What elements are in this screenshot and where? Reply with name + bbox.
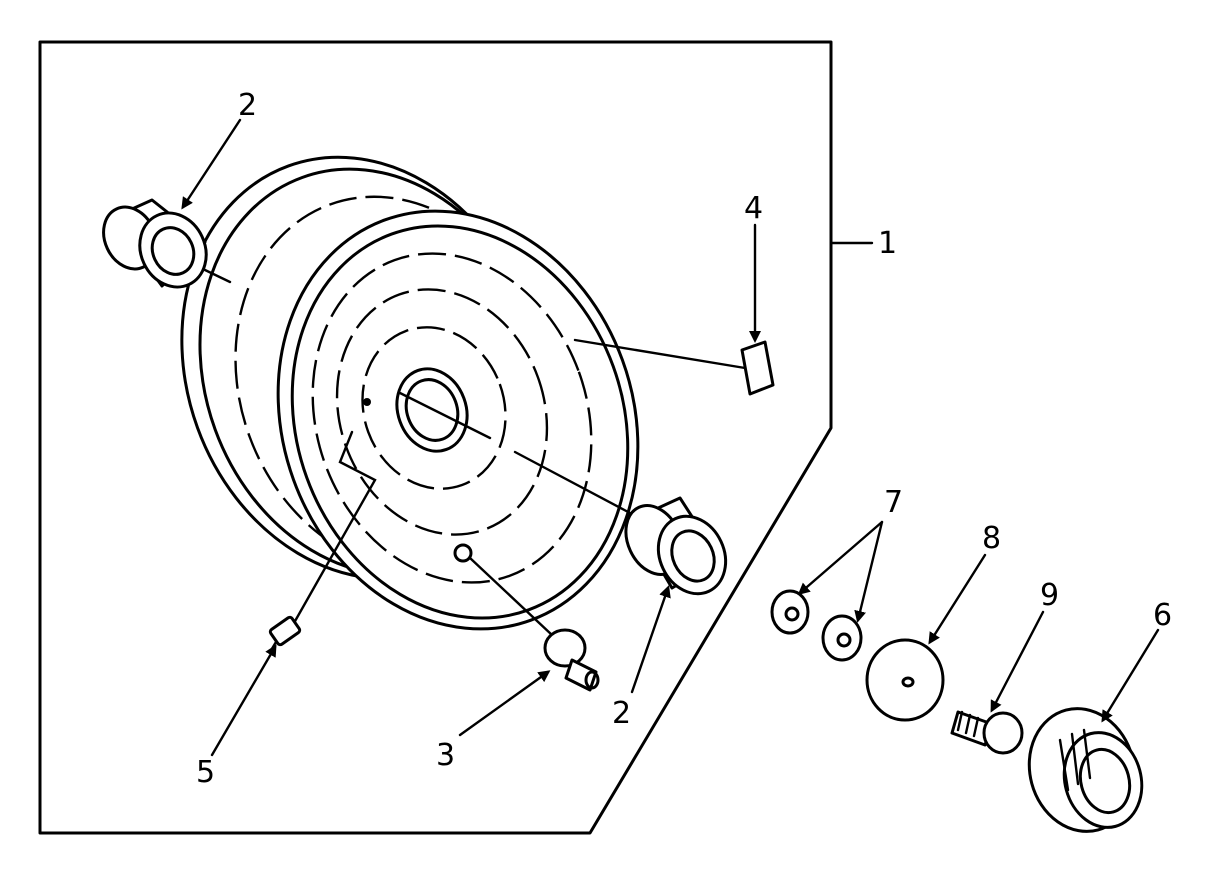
- bearing-top-left: [102, 198, 208, 289]
- valve-path: [468, 556, 554, 637]
- assembly-boundary: [38, 40, 833, 835]
- washer-a: [770, 589, 810, 635]
- callout-9: 9: [1040, 578, 1059, 613]
- leader-6: [1101, 628, 1160, 723]
- callout-4: 4: [744, 191, 763, 226]
- axis-line-right: [513, 450, 632, 515]
- valve-hole: [453, 543, 473, 563]
- callout-2-top: 2: [238, 88, 257, 123]
- insert-block: [740, 340, 775, 396]
- leader-7a: [797, 520, 884, 595]
- large-washer: [865, 638, 945, 722]
- leader-9: [990, 610, 1045, 713]
- leader-2-bottom: [630, 585, 671, 694]
- leader-2-top: [181, 118, 242, 210]
- valve-stem: [543, 628, 600, 692]
- callout-3: 3: [436, 738, 455, 773]
- callout-7: 7: [884, 485, 903, 520]
- grease-fitting-path: [288, 430, 377, 632]
- callout-1: 1: [878, 226, 897, 261]
- grease-fitting-hole: [363, 398, 371, 406]
- bolt: [950, 710, 1024, 755]
- hub-cap: [1027, 707, 1144, 833]
- axis-line-center: [398, 391, 492, 440]
- callout-6: 6: [1153, 598, 1172, 633]
- leader-7b: [854, 520, 884, 623]
- washer-b: [821, 614, 863, 662]
- callout-5: 5: [196, 755, 215, 790]
- bearing-right: [624, 496, 728, 596]
- leader-5: [210, 644, 277, 757]
- callout-2-bottom: 2: [612, 696, 631, 731]
- leader-3: [458, 670, 551, 737]
- leader-8: [928, 553, 987, 645]
- insert-path: [573, 338, 747, 370]
- callout-8: 8: [982, 521, 1001, 556]
- wheel-rim: [180, 155, 640, 631]
